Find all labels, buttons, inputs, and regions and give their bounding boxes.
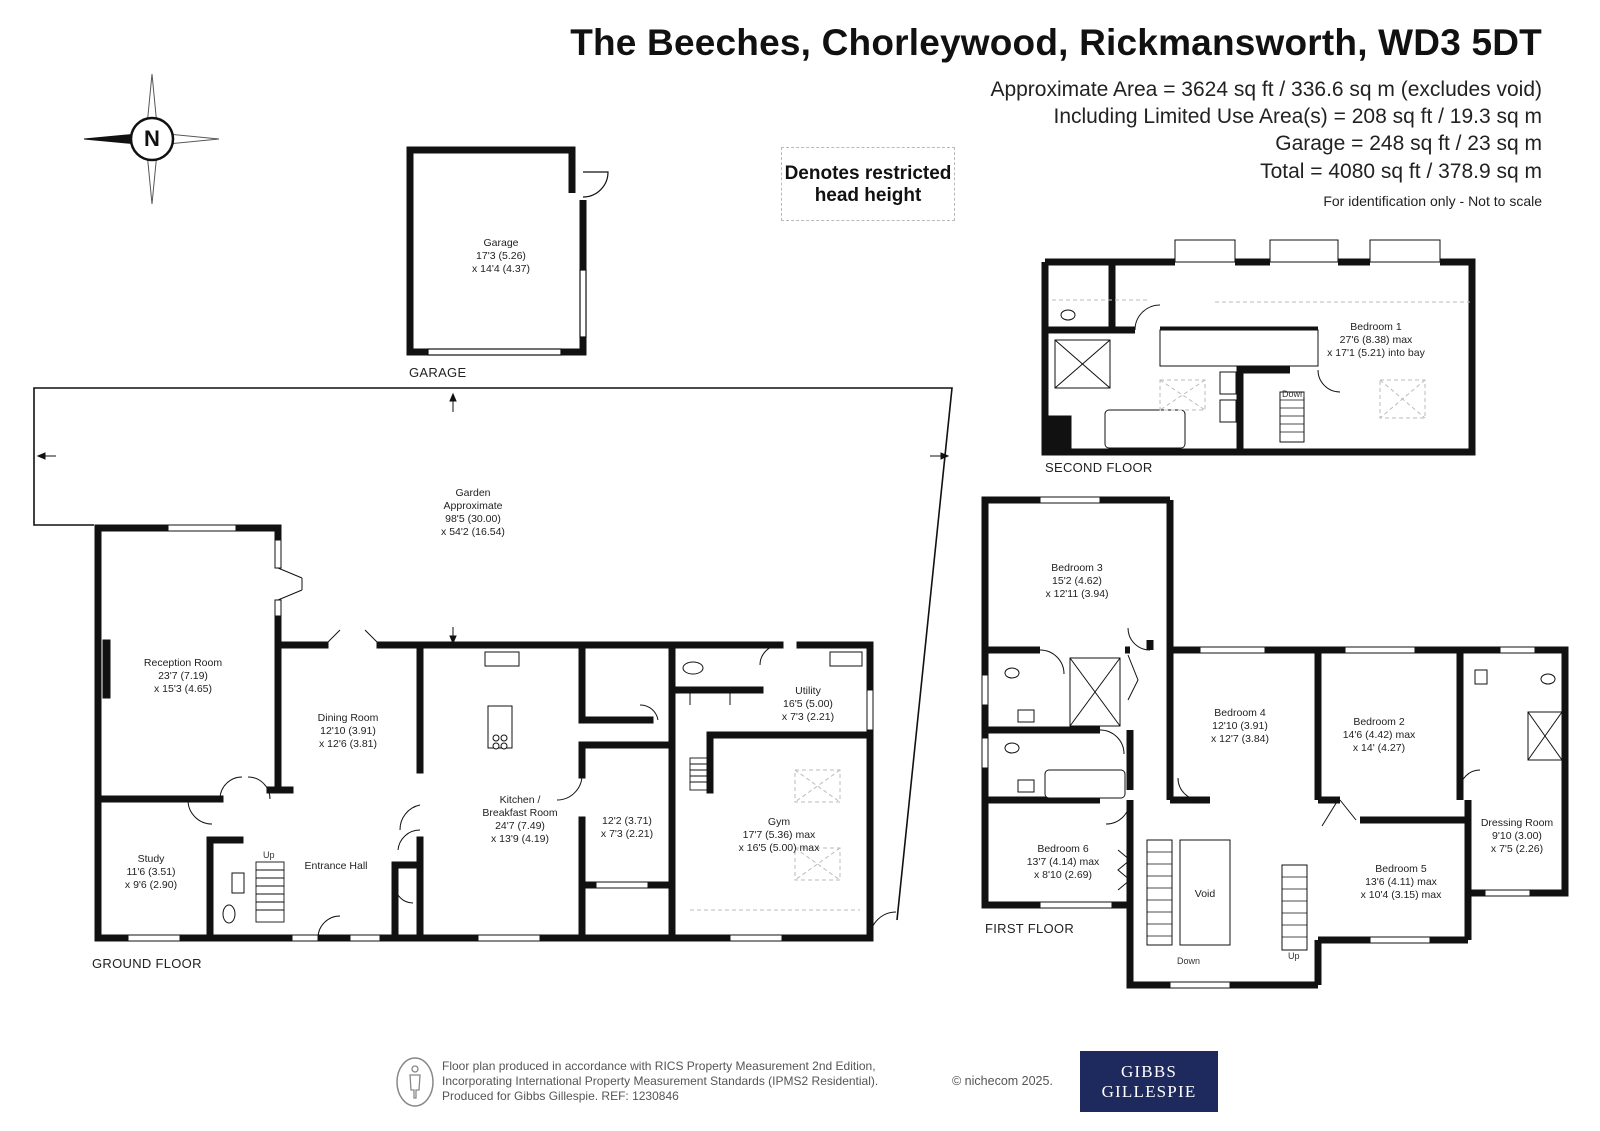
- footer-line-2: Incorporating International Property Mea…: [442, 1074, 879, 1088]
- stair-label-down-second: Down: [1282, 389, 1306, 399]
- stair-label-up-ground: Up: [263, 850, 275, 860]
- page-title: The Beeches, Chorleywood, Rickmansworth,…: [570, 22, 1542, 63]
- footer-line-1: Floor plan produced in accordance with R…: [442, 1059, 876, 1073]
- measurement-standard-icon: [396, 1057, 434, 1107]
- stair-label-down-first: Down: [1177, 956, 1201, 966]
- compass-icon: [83, 73, 220, 205]
- second-floor-fixtures: [1048, 239, 1470, 450]
- stair-label-up-first: Up: [1288, 951, 1300, 961]
- footer-text: Floor plan produced in accordance with R…: [442, 1059, 878, 1104]
- room-entrance-hall: Entrance Hall: [304, 860, 368, 872]
- compass-letter: N: [144, 126, 160, 151]
- ground-floor-fixtures: [102, 524, 874, 942]
- area-approximate: Approximate Area = 3624 sq ft / 336.6 sq…: [990, 78, 1542, 101]
- room-store: 12'2 (3.71)x 7'3 (2.21): [600, 815, 654, 840]
- first-floor-fixtures: [981, 496, 1563, 989]
- copyright: © nichecom 2025.: [952, 1074, 1053, 1088]
- garage-plan: [406, 146, 609, 356]
- room-void: Void: [1194, 888, 1216, 900]
- garden-outline: [33, 387, 953, 921]
- floor-label-first: FIRST FLOOR: [985, 921, 1075, 936]
- logo-line-1: GIBBS: [1120, 1062, 1178, 1081]
- restricted-key-line1: Denotes restricted: [784, 163, 952, 184]
- gibbs-gillespie-logo: GIBBS GILLESPIE: [1080, 1051, 1218, 1112]
- footer-line-3: Produced for Gibbs Gillespie. REF: 12308…: [442, 1089, 679, 1103]
- restricted-key-line2: head height: [814, 185, 922, 206]
- ground-floor-walls: [94, 524, 874, 942]
- ground-floor-doors: [187, 567, 897, 939]
- floor-label-garage: GARAGE: [409, 365, 467, 380]
- floor-label-second: SECOND FLOOR: [1045, 460, 1153, 475]
- identification-note: For identification only - Not to scale: [1323, 193, 1542, 209]
- area-total: Total = 4080 sq ft / 378.9 sq m: [1260, 160, 1542, 183]
- area-garage: Garage = 248 sq ft / 23 sq m: [1275, 132, 1542, 155]
- logo-line-2: GILLESPIE: [1101, 1082, 1197, 1101]
- area-limited-use: Including Limited Use Area(s) = 208 sq f…: [1053, 105, 1543, 128]
- restricted-head-height-key: Denotes restricted head height: [781, 147, 955, 221]
- floor-label-ground: GROUND FLOOR: [92, 956, 202, 971]
